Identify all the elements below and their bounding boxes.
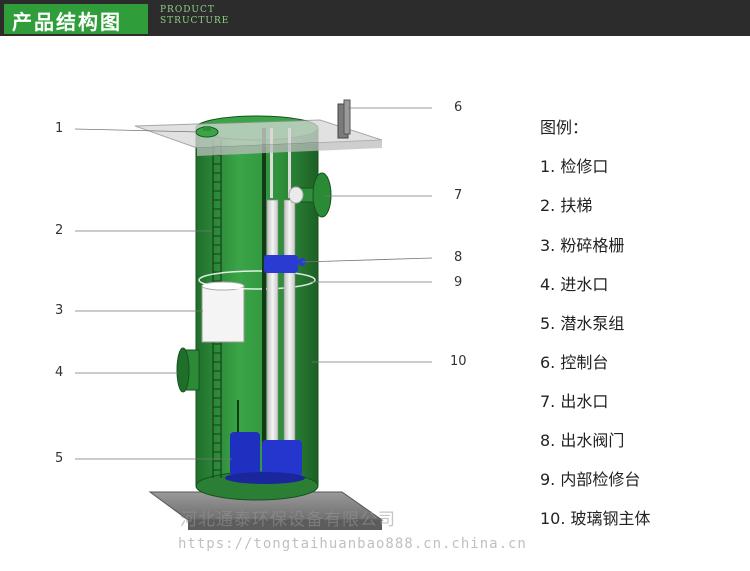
legend-title: 图例：: [540, 118, 589, 137]
callout-6: 6: [454, 100, 463, 115]
subtitle-line-2: STRUCTURE: [160, 16, 230, 26]
callout-3: 3: [55, 303, 64, 318]
legend-item: 8. 出水阀门: [540, 431, 625, 450]
header-banner: 产品结构图 PRODUCT STRUCTURE: [0, 0, 750, 36]
callout-lines: [74, 107, 433, 460]
callout-7: 7: [454, 188, 463, 203]
control-deck-plate: [134, 119, 383, 156]
legend-item: 2. 扶梯: [540, 196, 593, 215]
submersible-pump-set: [225, 400, 305, 484]
callout-4: 4: [55, 365, 64, 380]
callout-8: 8: [454, 250, 463, 265]
legend-item: 9. 内部检修台: [540, 470, 641, 489]
legend-item: 5. 潜水泵组: [540, 314, 625, 333]
legend-item: 3. 粉碎格栅: [540, 236, 625, 255]
legend-item: 1. 检修口: [540, 157, 609, 176]
callout-9: 9: [454, 275, 463, 290]
header-subtitle: PRODUCT STRUCTURE: [160, 5, 229, 27]
control-panel: [337, 99, 351, 139]
legend-item: 10. 玻璃钢主体: [540, 509, 651, 528]
legend-item: 4. 进水口: [540, 275, 609, 294]
page-title: 产品结构图: [12, 10, 122, 34]
watermark-company: 河北通泰环保设备有限公司: [180, 510, 396, 530]
callout-2: 2: [55, 223, 64, 238]
callout-10: 10: [450, 354, 467, 369]
outlet-pipe: [288, 172, 332, 218]
legend-item: 6. 控制台: [540, 353, 609, 372]
watermark-url: https://tongtaihuanbao888.cn.china.cn: [178, 536, 527, 552]
pump-station-diagram: [74, 99, 433, 530]
callout-5: 5: [55, 451, 64, 466]
concrete-base: [148, 491, 384, 530]
internal-platform: [198, 270, 316, 290]
grinder-screen: [201, 281, 245, 343]
subtitle-line-1: PRODUCT: [160, 5, 215, 15]
header-accent: [4, 4, 148, 34]
legend-item: 7. 出水口: [540, 392, 609, 411]
inlet-pipe: [176, 347, 200, 393]
callout-1: 1: [55, 121, 64, 136]
